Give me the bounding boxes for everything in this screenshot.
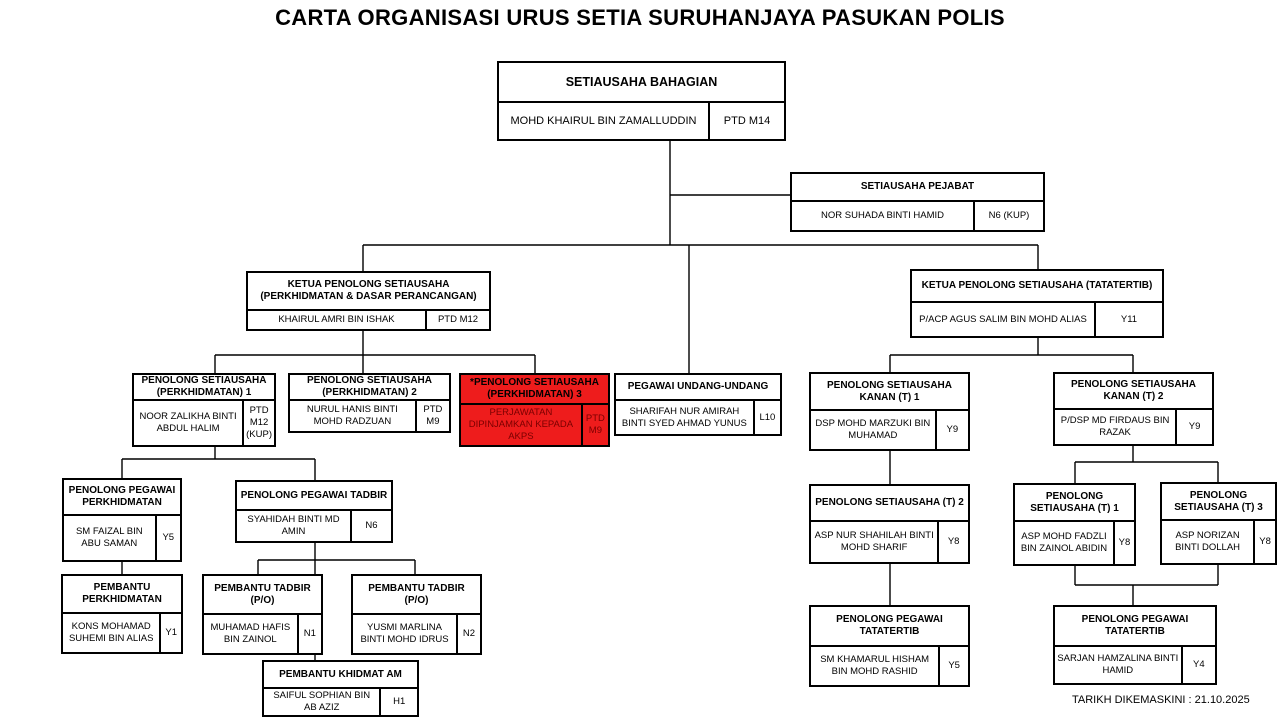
node-penolong-pegawai-tatatertib-1: PENOLONG PEGAWAI TATATERTIB SM KHAMARUL … — [809, 605, 970, 687]
node-role: *PENOLONG SETIAUSAHA (PERKHIDMATAN) 3 — [470, 377, 599, 400]
node-grade: Y8 — [937, 522, 968, 562]
node-grade: Y5 — [938, 647, 968, 685]
node-grade: Y11 — [1094, 303, 1162, 336]
chart-title: CARTA ORGANISASI URUS SETIA SURUHANJAYA … — [275, 5, 1005, 30]
node-grade: Y9 — [934, 411, 968, 449]
node-grade: PTD M14 — [708, 103, 784, 139]
node-ps-perkhidmatan-2: PENOLONG SETIAUSAHA (PERKHIDMATAN) 2 NUR… — [288, 373, 451, 433]
node-grade: N6 (KUP) — [973, 202, 1043, 230]
node-name: SAIFUL SOPHIAN BIN AB AZIZ — [273, 690, 371, 713]
node-name: P/ACP AGUS SALIM BIN MOHD ALIAS — [919, 313, 1087, 325]
node-grade: Y9 — [1175, 410, 1212, 444]
node-grade: N1 — [296, 615, 321, 653]
node-pembantu-tadbir-1: PEMBANTU TADBIR (P/O) MUHAMAD HAFIS BIN … — [202, 574, 323, 655]
node-grade: H1 — [379, 689, 417, 715]
node-name: SHARIFAH NUR AMIRAH BINTI SYED AHMAD YUN… — [621, 405, 747, 429]
node-role: PENOLONG PEGAWAI TADBIR — [240, 489, 388, 501]
node-name: P/DSP MD FIRDAUS BIN RAZAK — [1060, 415, 1170, 438]
node-role: KETUA PENOLONG SETIAUSAHA (PERKHIDMATAN … — [260, 279, 477, 302]
node-role: PENOLONG PEGAWAI TATATERTIB — [1081, 614, 1189, 637]
node-name: NOR SUHADA BINTI HAMID — [821, 210, 944, 221]
node-kps-tatatertib: KETUA PENOLONG SETIAUSAHA (TATATERTIB) P… — [910, 269, 1164, 338]
node-role: PENOLONG SETIAUSAHA KANAN (T) 1 — [826, 379, 952, 403]
node-grade: PTD M12 (KUP) — [242, 401, 274, 445]
node-role: PENOLONG SETIAUSAHA (PERKHIDMATAN) 1 — [141, 375, 267, 398]
node-penolong-pegawai-tadbir: PENOLONG PEGAWAI TADBIR SYAHIDAH BINTI M… — [235, 480, 393, 543]
node-role: PEMBANTU TADBIR (P/O) — [368, 582, 465, 606]
node-role: PENOLONG SETIAUSAHA (T) 2 — [815, 497, 964, 508]
node-grade: Y8 — [1253, 521, 1275, 563]
node-grade: PTD M9 — [580, 405, 608, 445]
node-name: ASP NORIZAN BINTI DOLLAH — [1175, 530, 1241, 553]
node-ps-t3: PENOLONG SETIAUSAHA (T) 3 ASP NORIZAN BI… — [1160, 482, 1277, 565]
node-setiausaha-bahagian: SETIAUSAHA BAHAGIAN MOHD KHAIRUL BIN ZAM… — [497, 61, 786, 141]
node-role: PENOLONG SETIAUSAHA KANAN (T) 2 — [1070, 379, 1196, 402]
node-name: NURUL HANIS BINTI MOHD RADZUAN — [306, 404, 398, 427]
node-name: NOOR ZALIKHA BINTI ABDUL HALIM — [139, 411, 237, 434]
node-name: ASP MOHD FADZLI BIN ZAINOL ABIDIN — [1020, 531, 1108, 554]
node-grade: N6 — [349, 511, 391, 541]
node-name: PERJAWATAN DIPINJAMKAN KEPADA AKPS — [468, 407, 574, 442]
node-pembantu-perkhidmatan: PEMBANTU PERKHIDMATAN KONS MOHAMAD SUHEM… — [61, 574, 183, 654]
node-name: MOHD KHAIRUL BIN ZAMALLUDDIN — [510, 115, 697, 127]
node-name: SARJAN HAMZALINA BINTI HAMID — [1057, 653, 1179, 676]
node-ps-t1: PENOLONG SETIAUSAHA (T) 1 ASP MOHD FADZL… — [1013, 483, 1136, 566]
node-grade: Y1 — [159, 614, 181, 652]
node-name: KHAIRUL AMRI BIN ISHAK — [278, 314, 395, 325]
node-name: DSP MOHD MARZUKI BIN MUHAMAD — [815, 418, 931, 441]
node-role: SETIAUSAHA PEJABAT — [860, 181, 975, 192]
node-pembantu-khidmat-am: PEMBANTU KHIDMAT AM SAIFUL SOPHIAN BIN A… — [262, 660, 419, 717]
node-grade: Y4 — [1180, 647, 1215, 683]
last-updated-date: TARIKH DIKEMASKINI : 21.10.2025 — [1072, 694, 1250, 706]
node-name: YUSMI MARLINA BINTI MOHD IDRUS — [360, 622, 449, 645]
node-ps-t2: PENOLONG SETIAUSAHA (T) 2 ASP NUR SHAHIL… — [809, 484, 970, 564]
node-role: PEMBANTU KHIDMAT AM — [279, 668, 402, 680]
node-role: KETUA PENOLONG SETIAUSAHA (TATATERTIB) — [921, 280, 1153, 291]
node-name: KONS MOHAMAD SUHEMI BIN ALIAS — [68, 621, 154, 644]
node-grade: PTD M9 — [414, 401, 449, 431]
node-role: PEMBANTU TADBIR (P/O) — [214, 582, 311, 606]
node-role: PEMBANTU PERKHIDMATAN — [82, 582, 162, 605]
node-role: PENOLONG SETIAUSAHA (PERKHIDMATAN) 2 — [306, 375, 432, 398]
node-role: PENOLONG SETIAUSAHA (T) 3 — [1174, 489, 1263, 513]
node-ps-perkhidmatan-1: PENOLONG SETIAUSAHA (PERKHIDMATAN) 1 NOO… — [132, 373, 276, 447]
node-setiausaha-pejabat: SETIAUSAHA PEJABAT NOR SUHADA BINTI HAMI… — [790, 172, 1045, 232]
node-pegawai-undang-undang: PEGAWAI UNDANG-UNDANG SHARIFAH NUR AMIRA… — [614, 373, 782, 436]
node-kps-perkhidmatan: KETUA PENOLONG SETIAUSAHA (PERKHIDMATAN … — [246, 271, 491, 331]
node-grade: Y5 — [154, 516, 180, 560]
node-role: SETIAUSAHA BAHAGIAN — [565, 75, 718, 89]
node-role: PENOLONG PEGAWAI PERKHIDMATAN — [68, 485, 176, 508]
node-role: PENOLONG SETIAUSAHA (T) 1 — [1030, 490, 1119, 514]
node-grade: L10 — [752, 401, 780, 434]
node-name: ASP NUR SHAHILAH BINTI MOHD SHARIF — [814, 530, 934, 553]
node-pembantu-tadbir-2: PEMBANTU TADBIR (P/O) YUSMI MARLINA BINT… — [351, 574, 482, 655]
node-psk-t1: PENOLONG SETIAUSAHA KANAN (T) 1 DSP MOHD… — [809, 372, 970, 451]
node-role: PEGAWAI UNDANG-UNDANG — [627, 381, 769, 392]
node-grade: PTD M12 — [425, 311, 489, 329]
node-penolong-pegawai-tatatertib-2: PENOLONG PEGAWAI TATATERTIB SARJAN HAMZA… — [1053, 605, 1217, 685]
node-name: SM KHAMARUL HISHAM BIN MOHD RASHID — [820, 654, 930, 677]
node-grade: Y8 — [1112, 522, 1134, 564]
node-grade: N2 — [456, 615, 480, 653]
node-name: SM FAIZAL BIN ABU SAMAN — [75, 526, 143, 549]
node-role: PENOLONG PEGAWAI TATATERTIB — [836, 614, 943, 637]
node-psk-t2: PENOLONG SETIAUSAHA KANAN (T) 2 P/DSP MD… — [1053, 372, 1214, 446]
node-penolong-pegawai-perkhidmatan: PENOLONG PEGAWAI PERKHIDMATAN SM FAIZAL … — [62, 478, 182, 562]
node-ps-perkhidmatan-3: *PENOLONG SETIAUSAHA (PERKHIDMATAN) 3 PE… — [459, 373, 610, 447]
node-name: SYAHIDAH BINTI MD AMIN — [247, 514, 340, 537]
node-name: MUHAMAD HAFIS BIN ZAINOL — [210, 622, 291, 645]
